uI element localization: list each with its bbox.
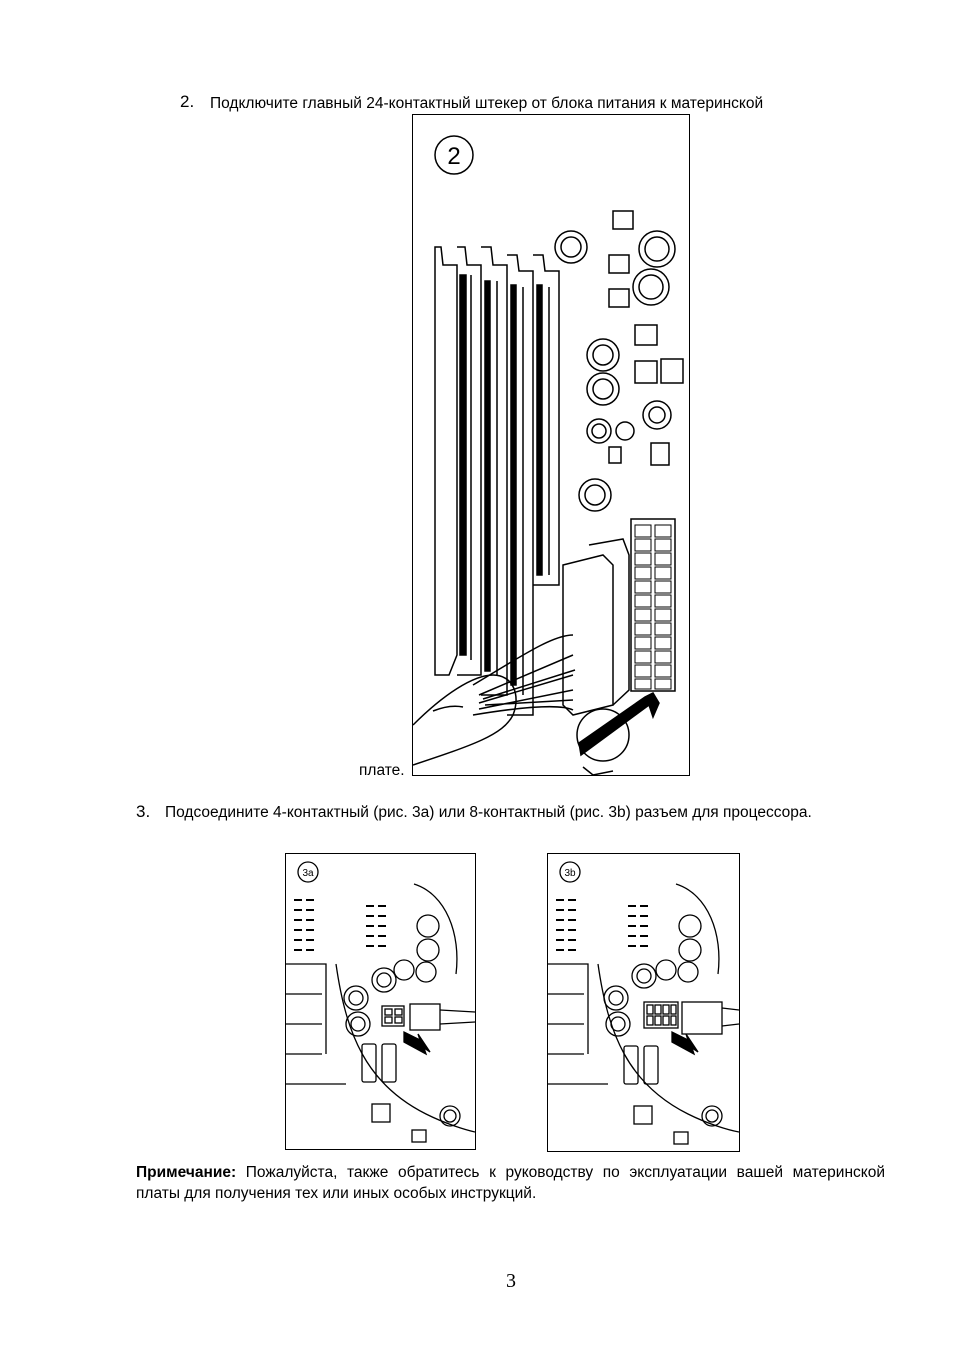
- cpu-power-connector-icon: [643, 1001, 739, 1035]
- step-3-text: Подсоедините 4-контактный (рис. 3а) или …: [165, 804, 812, 821]
- svg-text:3a: 3a: [302, 868, 314, 879]
- figure-3a-4-pin-connector-illustration: 3a: [285, 853, 476, 1150]
- svg-text:2: 2: [447, 143, 460, 170]
- svg-text:3b: 3b: [564, 868, 576, 879]
- ram-slot-marks-icon: [556, 899, 648, 951]
- figure-3b-8-pin-connector-illustration: 3b: [547, 853, 740, 1152]
- figure-2-atx-connector-illustration: 2: [412, 114, 690, 776]
- cpu-power-connector-icon: [381, 1003, 475, 1031]
- note-label: Примечание:: [136, 1164, 237, 1181]
- figure-2-step-circle-icon: [434, 135, 474, 175]
- step-3-number: 3.: [136, 802, 151, 821]
- step-2-text: Подключите главный 24-контактный штекер …: [210, 95, 764, 112]
- atx-24-pin-header-icon: [630, 518, 676, 692]
- atx-plug-and-cable-icon: [413, 538, 660, 775]
- capacitors-icon: [603, 914, 723, 1127]
- note-paragraph: Примечание: Пожалуйста, также обратитесь…: [136, 1162, 885, 1204]
- ram-slots-icon: [434, 246, 560, 716]
- arrow-icon: [671, 1030, 699, 1056]
- page-number: 3: [506, 1270, 516, 1292]
- sata-ports-icon: [361, 1043, 397, 1083]
- step-2-number: 2.: [180, 92, 195, 111]
- capacitors-icon: [554, 230, 676, 512]
- step-2-continuation: плате.: [359, 762, 405, 779]
- ram-slot-marks-icon: [294, 899, 386, 951]
- sata-ports-icon: [623, 1045, 659, 1085]
- note-text: Пожалуйста, также обратитесь к руководст…: [136, 1164, 885, 1202]
- capacitors-icon: [343, 914, 461, 1127]
- arrow-icon: [403, 1030, 431, 1056]
- component-chips-icon: [608, 210, 684, 466]
